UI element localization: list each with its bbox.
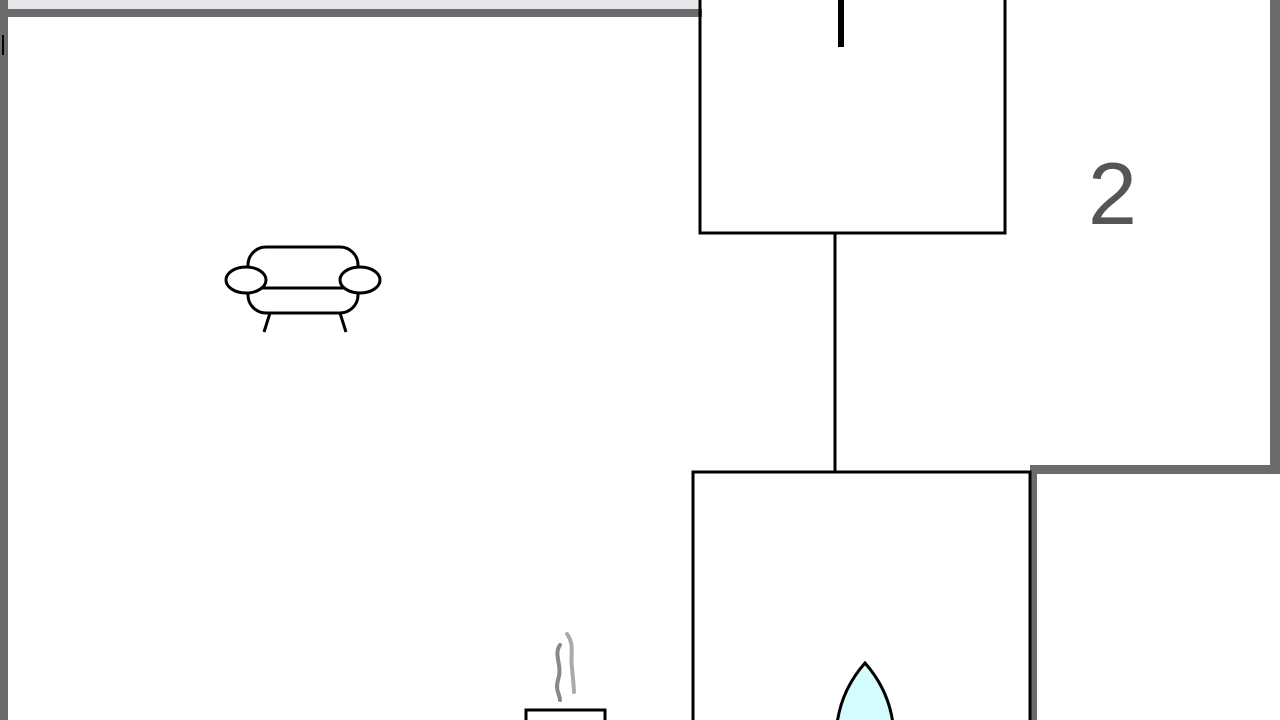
top-wall: [0, 9, 702, 17]
top-panel: [0, 0, 700, 10]
mid-wall: [1030, 465, 1280, 474]
armchair-icon[interactable]: [224, 245, 382, 333]
flame-icon[interactable]: [836, 660, 894, 720]
room-1-box[interactable]: [698, 0, 1007, 235]
lower-right-wall: [1031, 470, 1037, 720]
left-wall: [0, 0, 8, 720]
room-2-label: 2: [1088, 144, 1137, 243]
room-3-box[interactable]: [691, 470, 1032, 720]
coffee-cup-icon[interactable]: [524, 632, 607, 720]
right-wall: [1270, 0, 1280, 472]
